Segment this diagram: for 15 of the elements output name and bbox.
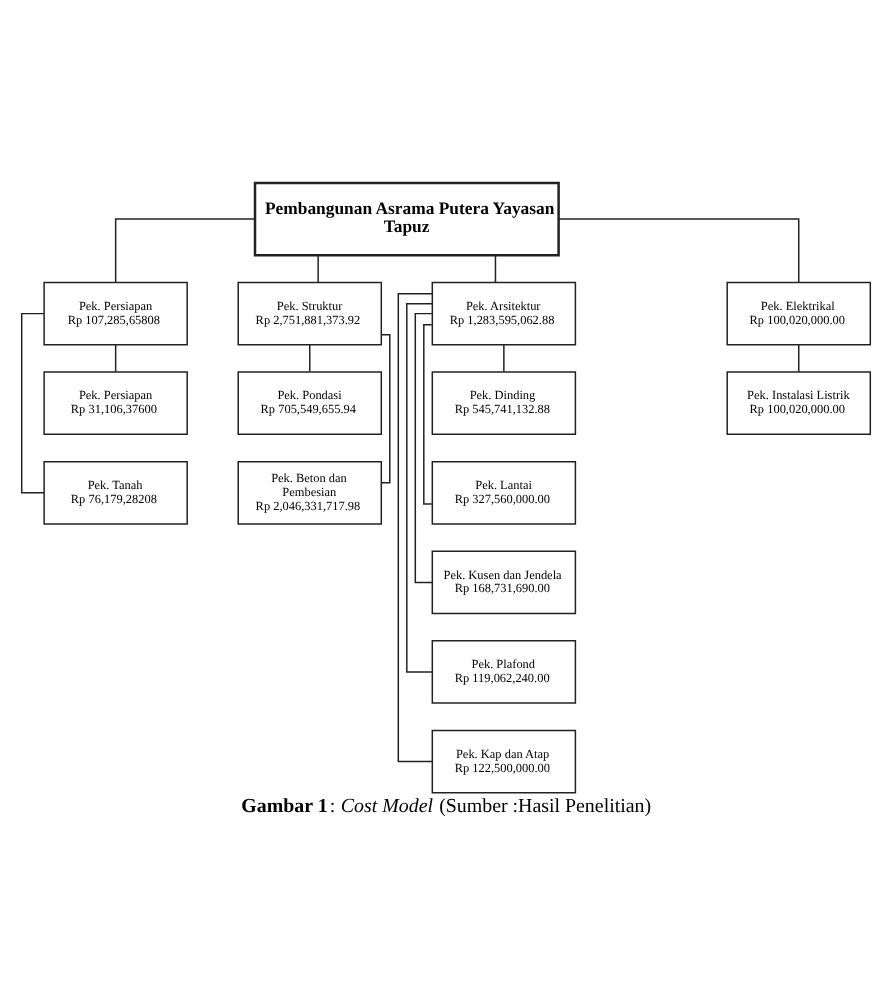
connector [114, 343, 117, 372]
connector [114, 217, 256, 282]
connector [423, 323, 433, 504]
connector [406, 301, 434, 672]
node-box: Pembangunan Asrama Putera Yayasan Tapuz [253, 180, 560, 256]
connector [414, 311, 433, 583]
connector [494, 253, 497, 283]
connector [309, 343, 311, 372]
connector [317, 253, 319, 283]
connector [558, 217, 800, 282]
connector [798, 343, 800, 372]
connector [397, 291, 434, 762]
caption: Gambar 1: Cost Model (Sumber :Hasil Penelitian) [241, 795, 652, 818]
connector [503, 343, 505, 372]
connector [381, 333, 391, 483]
